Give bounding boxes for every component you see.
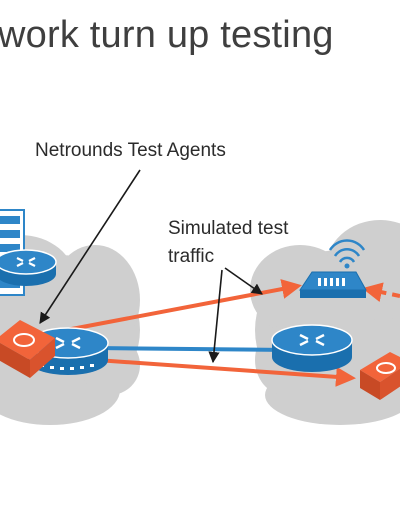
callout-agents-label: Netrounds Test Agents [35, 140, 226, 161]
test-agent-icon-right [360, 352, 400, 400]
router-icon-right [271, 324, 353, 372]
callout-line-agents [39, 169, 141, 324]
router-icon-left-top [0, 249, 57, 286]
callout-line-traffic-lower [208, 269, 223, 364]
callout-lines [39, 169, 263, 364]
network-link [94, 346, 291, 352]
wifi-access-point-icon [299, 239, 367, 298]
test-agent-icon-left [0, 320, 55, 378]
traffic-arrow-dashed [362, 282, 400, 303]
callout-line-traffic-upper [224, 267, 263, 295]
callout-traffic-label-line1: Simulated test [168, 218, 289, 239]
page-title: work turn up testing [0, 14, 334, 56]
callout-traffic-label-line2: traffic [168, 246, 215, 267]
